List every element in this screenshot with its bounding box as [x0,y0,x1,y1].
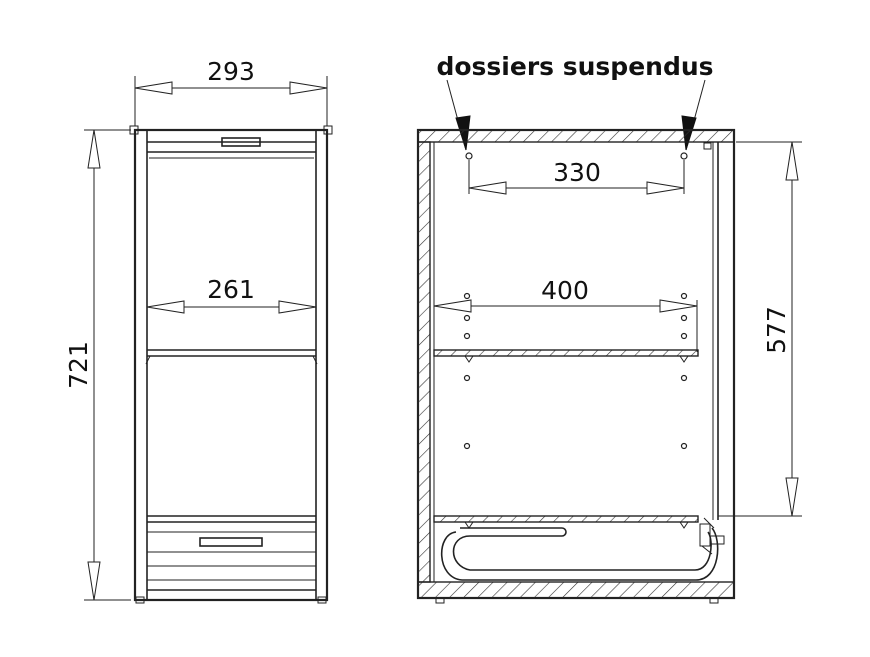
label-hanging-files: dossiers suspendus [436,52,713,81]
top-panel [417,129,735,143]
dim-hanging-height: 577 [762,306,791,354]
dim-height-total: 721 [64,341,93,389]
drawer-handle [199,537,263,547]
side-view: dossiers suspendus 330 [416,52,802,604]
dim-width-total: 293 [207,57,255,86]
dim-hanging-span: 330 [553,158,601,187]
dim-width-inner: 261 [207,275,255,304]
front-view: 293 261 721 [64,57,333,604]
side-shelf [433,349,699,357]
top-handle [221,137,261,147]
front-cabinet-outline [133,128,329,602]
dim-shelf-depth: 400 [541,276,589,305]
